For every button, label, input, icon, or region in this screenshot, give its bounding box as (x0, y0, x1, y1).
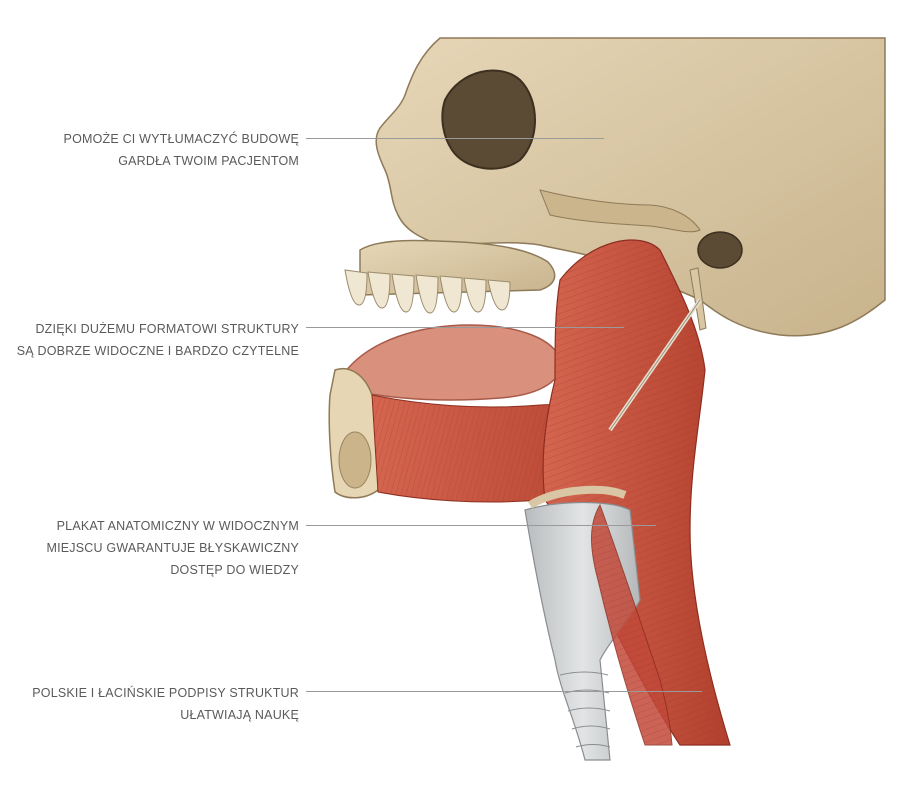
callout-format: DZIĘKI DUŻEMU FORMATOWI STRUKTURY SĄ DOB… (17, 318, 299, 362)
leader-line-1 (306, 138, 604, 139)
callout-line: POLSKIE I ŁACIŃSKIE PODPISY STRUKTUR (32, 686, 299, 700)
callout-labels: POLSKIE I ŁACIŃSKIE PODPISY STRUKTUR UŁA… (32, 682, 299, 726)
callout-line: PLAKAT ANATOMICZNY W WIDOCZNYM (56, 519, 299, 533)
callout-explain: POMOŻE CI WYTŁUMACZYĆ BUDOWĘ GARDŁA TWOI… (64, 128, 299, 172)
callout-line: POMOŻE CI WYTŁUMACZYĆ BUDOWĘ (63, 132, 299, 146)
callout-poster: PLAKAT ANATOMICZNY W WIDOCZNYM MIEJSCU G… (46, 515, 299, 581)
leader-line-2 (306, 327, 624, 328)
callout-line: GARDŁA TWOIM PACJENTOM (118, 154, 299, 168)
leader-line-4 (306, 691, 702, 692)
skull (344, 37, 886, 337)
callout-line: DOSTĘP DO WIEDZY (170, 563, 299, 577)
tongue (344, 324, 562, 401)
teeth (344, 269, 511, 314)
orbit (441, 69, 536, 170)
hyoid-bone (527, 485, 627, 509)
callout-line: MIEJSCU GWARANTUJE BŁYSKAWICZNY (46, 541, 299, 555)
callout-line: SĄ DOBRZE WIDOCZNE I BARDZO CZYTELNE (16, 344, 299, 358)
leader-line-3 (306, 525, 656, 526)
callout-line: DZIĘKI DUŻEMU FORMATOWI STRUKTURY (35, 322, 299, 336)
callout-line: UŁATWIAJĄ NAUKĘ (180, 708, 299, 722)
